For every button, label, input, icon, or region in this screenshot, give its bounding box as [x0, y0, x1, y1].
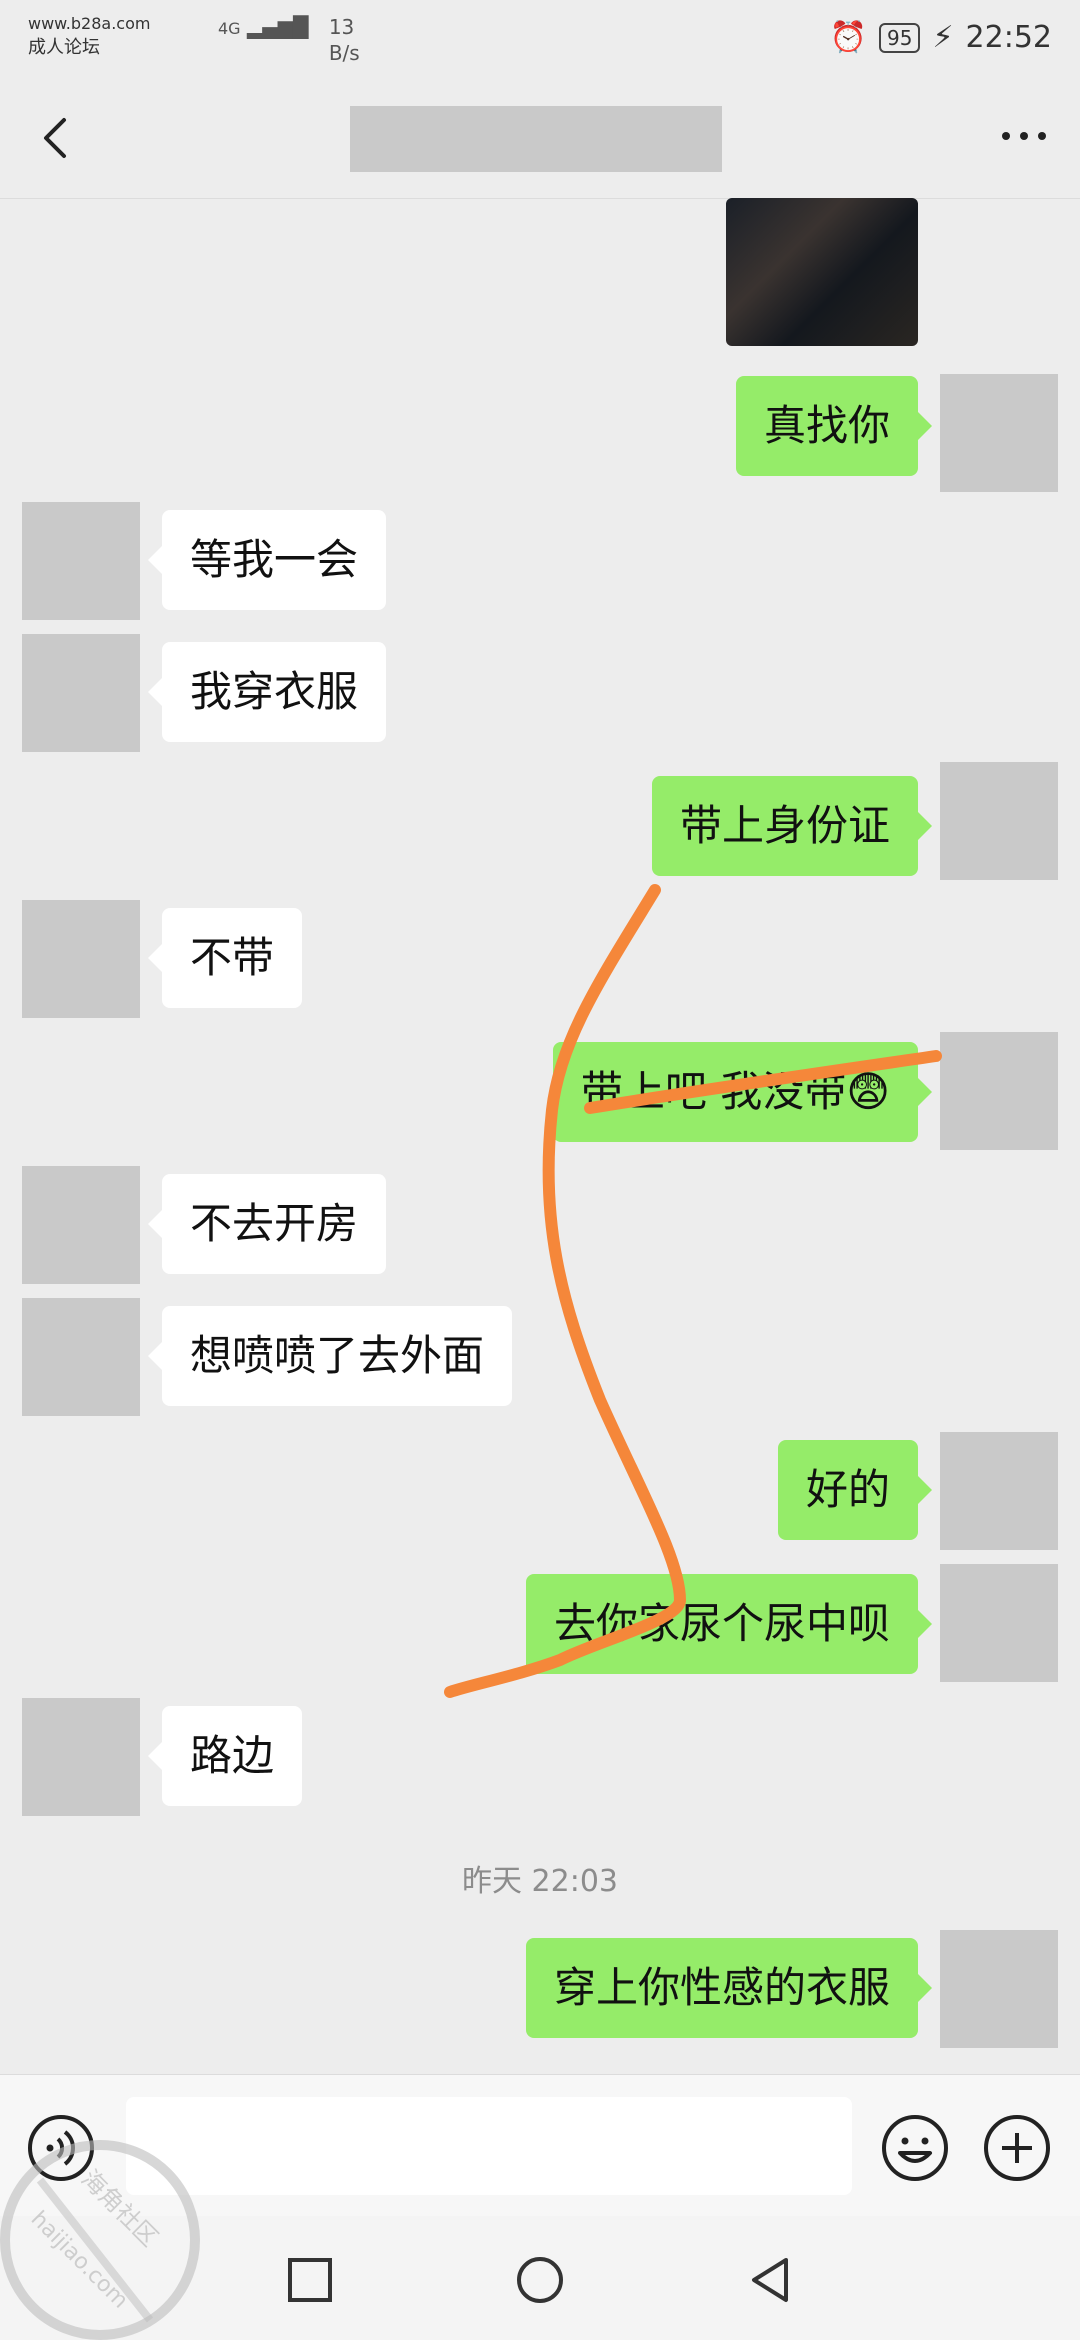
back-arrow-icon[interactable]	[28, 108, 88, 168]
avatar[interactable]	[940, 762, 1058, 880]
speed-value: 13	[328, 15, 355, 39]
recent-apps-icon[interactable]	[282, 2252, 338, 2308]
avatar[interactable]	[22, 1298, 140, 1416]
avatar[interactable]	[22, 1166, 140, 1284]
back-nav-icon[interactable]	[742, 2252, 798, 2308]
message-bubble[interactable]: 好的	[777, 1440, 933, 1540]
message-bubble[interactable]: 不带	[147, 908, 303, 1008]
avatar[interactable]	[22, 1698, 140, 1816]
network-type: 4G	[218, 19, 241, 38]
avatar[interactable]	[22, 900, 140, 1018]
status-right: ⏰ 95 ⚡ 22:52	[830, 20, 1052, 55]
avatar[interactable]	[940, 1564, 1058, 1682]
message-bubble[interactable]: 真找你	[735, 376, 933, 476]
message-bubble[interactable]: 去你家尿个尿中呗	[525, 1574, 933, 1674]
forum-text: 成人论坛	[28, 37, 100, 58]
chat-header	[0, 78, 1080, 199]
plus-icon[interactable]	[982, 2113, 1052, 2183]
message-bubble[interactable]: 带上吧 我没带😨	[552, 1042, 933, 1142]
site-text: www.b28a.com	[28, 14, 151, 33]
message-bubble[interactable]: 路边	[147, 1706, 303, 1806]
speed-unit: B/s	[328, 41, 360, 65]
avatar[interactable]	[940, 374, 1058, 492]
message-timestamp: 昨天 22:03	[462, 1864, 618, 1899]
charging-icon: ⚡	[932, 20, 954, 55]
message-bubble[interactable]: 穿上你性感的衣服	[525, 1938, 933, 2038]
home-icon[interactable]	[512, 2252, 568, 2308]
battery-indicator: 95	[879, 22, 921, 53]
status-left: www.b28a.com 成人论坛	[28, 14, 150, 59]
message-bubble[interactable]: 等我一会	[147, 510, 387, 610]
avatar[interactable]	[22, 502, 140, 620]
avatar[interactable]	[940, 1032, 1058, 1150]
status-bar: www.b28a.com 成人论坛 4G ▂▄▆█ 13 B/s ⏰ 95 ⚡ …	[0, 0, 1080, 78]
more-options-icon[interactable]	[994, 116, 1054, 156]
contact-name-redacted	[350, 106, 722, 172]
message-bubble[interactable]: 我穿衣服	[147, 642, 387, 742]
message-bubble[interactable]: 带上身份证	[651, 776, 933, 876]
voice-input-icon[interactable]	[26, 2113, 96, 2183]
message-list[interactable]: 真找你 等我一会 我穿衣服 带上身份证 不带 带上吧 我没带😨 不去开房 想喷喷…	[0, 198, 1080, 2074]
alarm-icon: ⏰	[829, 20, 867, 55]
signal-icon: ▂▄▆█	[246, 15, 309, 39]
avatar[interactable]	[940, 1432, 1058, 1550]
system-navigation-bar	[0, 2216, 1080, 2340]
avatar[interactable]	[940, 1930, 1058, 2048]
emoji-icon[interactable]	[880, 2113, 950, 2183]
avatar[interactable]	[22, 634, 140, 752]
network-info: 4G ▂▄▆█ 13 B/s	[218, 14, 360, 66]
message-input[interactable]	[126, 2097, 852, 2195]
message-bubble[interactable]: 想喷喷了去外面	[147, 1306, 513, 1406]
image-message[interactable]	[726, 198, 918, 346]
chat-input-bar	[0, 2074, 1080, 2217]
clock: 22:52	[965, 20, 1052, 55]
message-bubble[interactable]: 不去开房	[147, 1174, 387, 1274]
